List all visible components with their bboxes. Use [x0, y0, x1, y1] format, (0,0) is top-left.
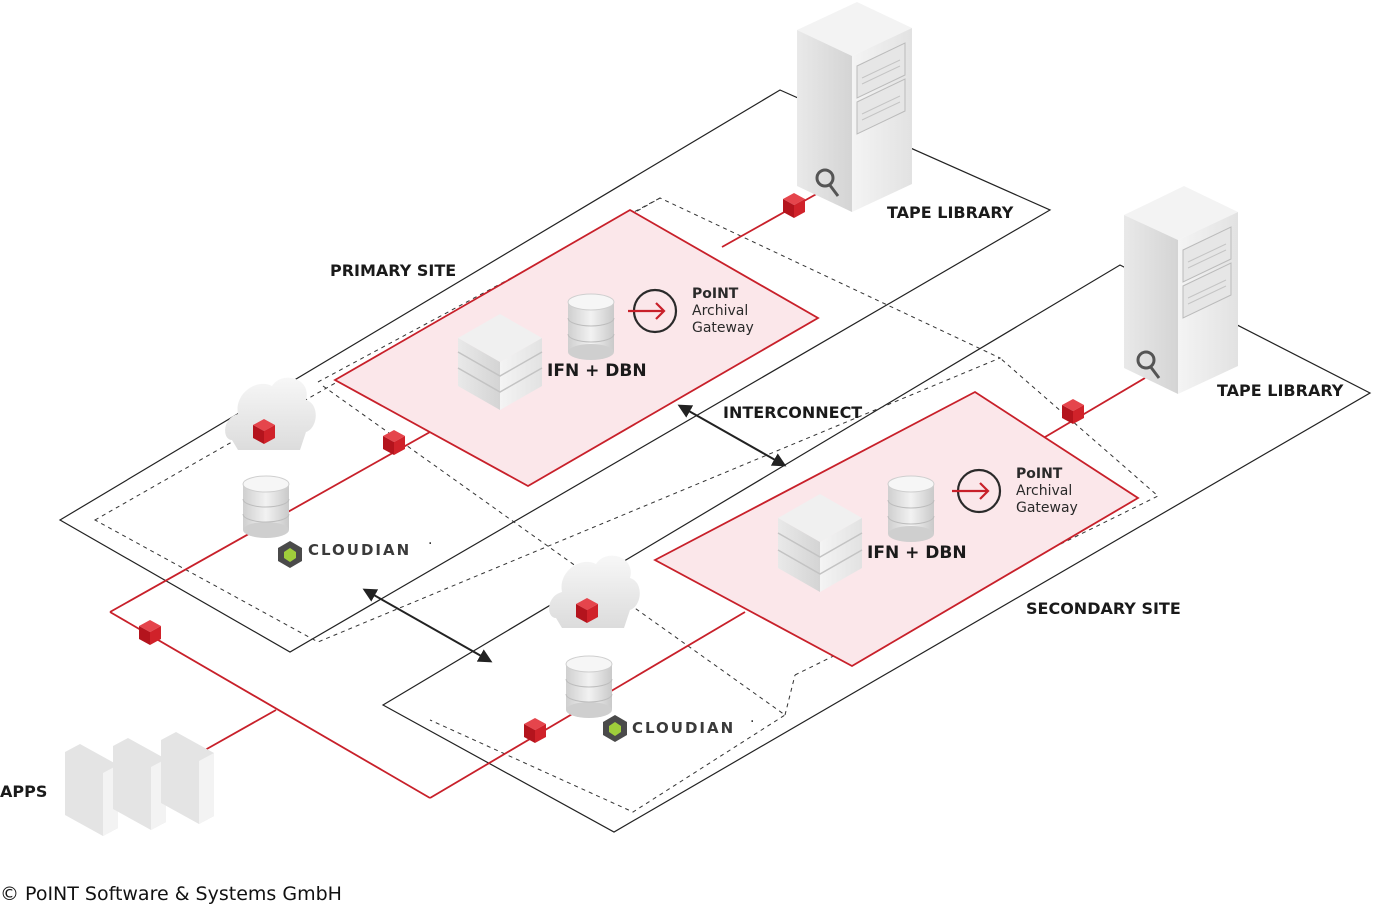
point-gateway-logo-primary: PoINT Archival Gateway	[628, 286, 754, 336]
primary-site-label: PRIMARY SITE	[330, 261, 456, 280]
interconnect-arrow	[677, 404, 787, 467]
secondary-dashed-region	[322, 357, 1159, 813]
red-node-cubes	[139, 193, 1084, 743]
gateway-line2: Gateway	[1016, 500, 1078, 516]
cloudian-mark: ·	[428, 536, 432, 552]
server-stack-primary	[457, 314, 543, 410]
interconnect-arrow	[362, 588, 493, 663]
gateway-line1: Archival	[692, 303, 748, 319]
database-primary	[567, 293, 615, 360]
apps-label: APPS	[0, 782, 47, 801]
database-cloudian-2	[565, 655, 613, 718]
apps-icon	[65, 732, 214, 836]
secondary-site-label: SECONDARY SITE	[1026, 599, 1181, 618]
gateway-line1: Archival	[1016, 483, 1072, 499]
tape-library-tower-2	[1124, 186, 1238, 394]
cloudian-mark: ·	[750, 714, 754, 730]
database-secondary	[887, 475, 935, 542]
cloudian-wordmark: CLOUDIAN	[632, 719, 735, 737]
ifn-dbn-label: IFN + DBN	[867, 543, 967, 563]
point-gateway-logo-secondary: PoINT Archival Gateway	[952, 466, 1078, 516]
server-stack-secondary	[777, 494, 863, 592]
tape-library-tower-1	[797, 2, 912, 212]
database-cloudian-1	[242, 475, 290, 538]
gateway-brand: PoINT	[1016, 466, 1063, 482]
cloudian-logo-2: CLOUDIAN ·	[603, 714, 754, 742]
gateway-line2: Gateway	[692, 320, 754, 336]
cloud-icon	[549, 555, 640, 628]
gateway-brand: PoINT	[692, 286, 739, 302]
tape-library-label: TAPE LIBRARY	[887, 203, 1014, 222]
tape-library-label: TAPE LIBRARY	[1217, 381, 1344, 400]
ifn-dbn-label: IFN + DBN	[547, 361, 647, 381]
copyright-notice: © PoINT Software & Systems GmbH	[0, 883, 342, 905]
cloudian-wordmark: CLOUDIAN	[308, 541, 411, 559]
cloud-icon	[225, 377, 316, 450]
interconnect-label: INTERCONNECT	[723, 403, 862, 422]
primary-site-plane	[58, 89, 1052, 653]
cloudian-logo-1: CLOUDIAN ·	[278, 536, 432, 568]
secondary-site-plane	[381, 264, 1372, 833]
